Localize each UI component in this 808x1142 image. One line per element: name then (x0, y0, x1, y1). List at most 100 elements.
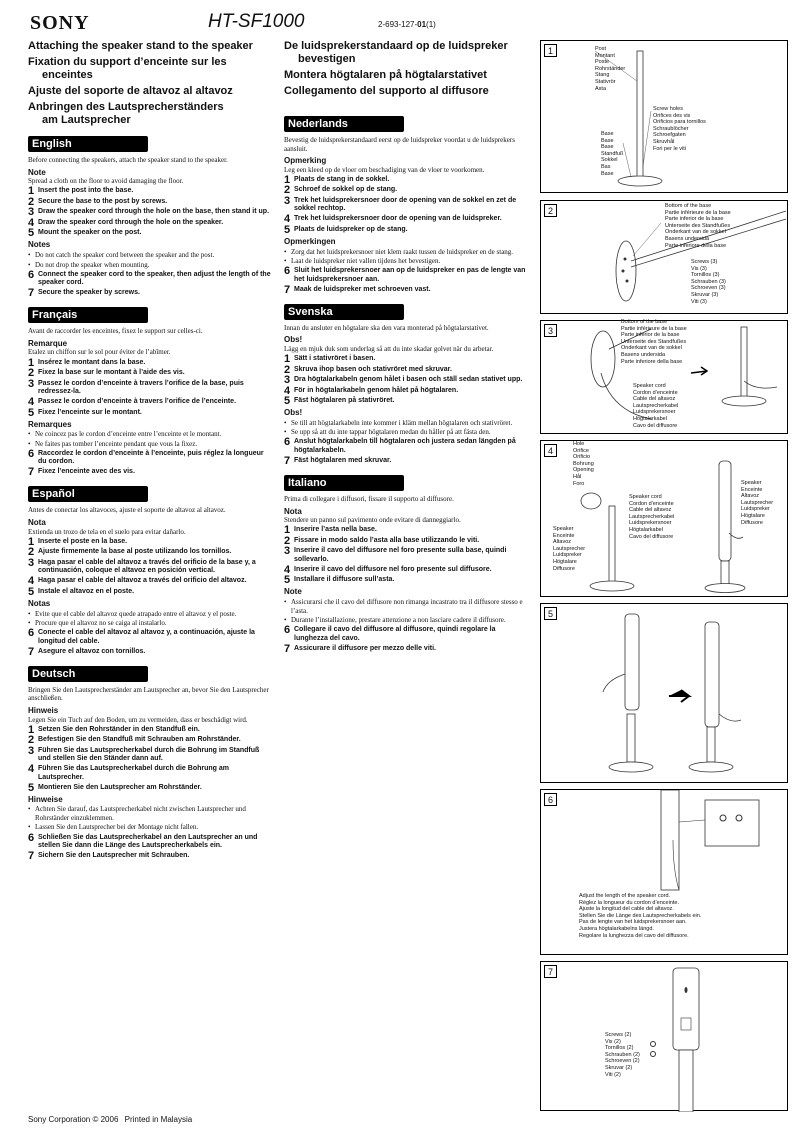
sony-logo: SONY (30, 12, 90, 34)
step-text: Dra högtalarkabeln genom hålet i basen o… (294, 376, 523, 384)
step-text: Sluit het luidsprekersnoer aan op de lui… (294, 267, 526, 283)
label-speaker-right: Speaker Enceinte Altavoz Lautsprecher Lu… (741, 480, 774, 526)
bullet-text: Ne faites pas tomber l’enceinte pendant … (35, 439, 198, 448)
step-number: 1 (28, 356, 35, 369)
step-text: Inserire il cavo del diffusore nel foro … (294, 565, 492, 573)
section-intro: Prima di collegare i diffusori, fissare … (284, 494, 454, 503)
step-text: Insérez le montant dans la base. (38, 358, 146, 366)
bullet-dot: • (28, 805, 31, 814)
adjust-cord-illustration (660, 790, 760, 891)
secure-screws-illustration (650, 967, 700, 1112)
bullet-text: Se upp så att du inte tappar högtalaren … (291, 428, 491, 437)
section-heading: Nederlands (284, 116, 404, 132)
bullet-text: Durante l’installazione, prestare attenz… (291, 616, 506, 625)
step-number: 2 (284, 184, 291, 197)
section-intro: Antes de conectar los altavoces, ajuste … (28, 506, 226, 515)
step-text: Sätt i stativröret i basen. (294, 355, 376, 363)
step-number: 5 (28, 406, 35, 419)
step-number: 6 (284, 624, 291, 637)
step-text: Plaats de stang in de sokkel. (294, 175, 390, 183)
label-post: Post Montant Poste Rohrständer Stang Sta… (595, 46, 626, 92)
step-number: 4 (284, 213, 291, 226)
section-intro: Bevestig de luidsprekerstandaard eerst o… (284, 136, 515, 153)
step-number: 5 (28, 227, 35, 240)
bullet-text: Do not catch the speaker cord between th… (35, 251, 215, 260)
bullet-dot: • (284, 418, 287, 427)
panel-4: 4 Hole Orifice Orificio Bohrung Opening … (540, 440, 788, 597)
bullet-item: •Evite que el cable del altavoz quede at… (28, 610, 274, 619)
step-number: 2 (28, 367, 35, 379)
bullet-item: •Laat de luidspreker niet vallen tijdens… (284, 257, 530, 266)
notes-heading: Note (284, 587, 302, 597)
step-number: 6 (28, 268, 35, 281)
label-screws: Screws (3) Vis (3) Tornillos (3) Schraub… (691, 259, 726, 305)
mount-speaker-illustration (602, 613, 742, 773)
step-number: 2 (28, 546, 35, 559)
note-heading: Remarque (28, 338, 68, 348)
step-number: 5 (284, 223, 291, 236)
step-number: 3 (28, 556, 35, 569)
bullet-text: Evite que el cable del altavoz quede atr… (35, 609, 237, 618)
step-text: Draw the speaker cord through the hole o… (38, 218, 224, 226)
header: SONY HT-SF1000 2-693-127-01(1) (30, 8, 788, 38)
step-number: 7 (28, 850, 35, 863)
step-text: Führen Sie das Lautsprecherkabel durch d… (38, 765, 229, 781)
section-heading: Italiano (284, 474, 404, 491)
label-speaker-cord: Speaker cord Cordon d’enceinte Cable del… (633, 383, 679, 429)
bullet-dot: • (284, 598, 287, 607)
bullet-dot: • (28, 251, 31, 260)
panel-number: 5 (544, 607, 557, 620)
section-intro: Bringen Sie den Lautsprecherständer am L… (28, 685, 269, 703)
step-text: Secure the base to the post by screws. (38, 197, 168, 205)
note-heading: Nota (28, 517, 46, 527)
step-text: Mount the speaker on the post. (38, 229, 142, 237)
section-heading: Deutsch (28, 665, 148, 682)
step-text: Ajuste firmemente la base al poste utili… (38, 548, 232, 556)
notes-heading: Hinweise (28, 794, 63, 804)
stand-illustration (594, 50, 663, 187)
step-text: Assicurare il diffusore per mezzo delle … (294, 644, 436, 652)
step-text: Sichern Sie den Lautsprecher mit Schraub… (38, 852, 190, 860)
step-text: Fixez la base sur le montant à l’aide de… (38, 369, 185, 376)
label-screw-holes: Screw holes Orifices des vis Orificios p… (653, 106, 706, 152)
section-heading: Svenska (284, 303, 404, 320)
step-text: Fäst högtalaren på stativröret. (294, 397, 395, 405)
step-number: 3 (284, 194, 291, 207)
step-number: 6 (28, 447, 35, 460)
panel-1: 1 Post Montant Poste Rohrständer Stang S… (540, 40, 788, 193)
step-number: 4 (284, 563, 291, 576)
note-text: Stendere un panno sul pavimento onde evi… (284, 516, 461, 525)
step-text: Plaats de luidspreker op de stang. (294, 225, 408, 233)
titles-right: De luidsprekerstandaard op de luidspreke… (284, 40, 530, 98)
bullet-item: •Zorg dat het luidsprekersnoer niet klem… (284, 248, 530, 257)
cord-through-speaker-illustration (580, 460, 746, 593)
step-number: 3 (28, 377, 35, 390)
step-number: 5 (284, 574, 291, 587)
panel-number: 6 (544, 793, 557, 806)
bullet-item: •Durante l’installazione, prestare atten… (284, 616, 530, 625)
title-sv: Montera högtalaren på högtalarstativet (284, 69, 487, 81)
note-text: Leg een kleed op de vloer om beschadigin… (284, 165, 485, 174)
step-text: Skruva ihop basen och stativröret med sk… (294, 365, 452, 373)
